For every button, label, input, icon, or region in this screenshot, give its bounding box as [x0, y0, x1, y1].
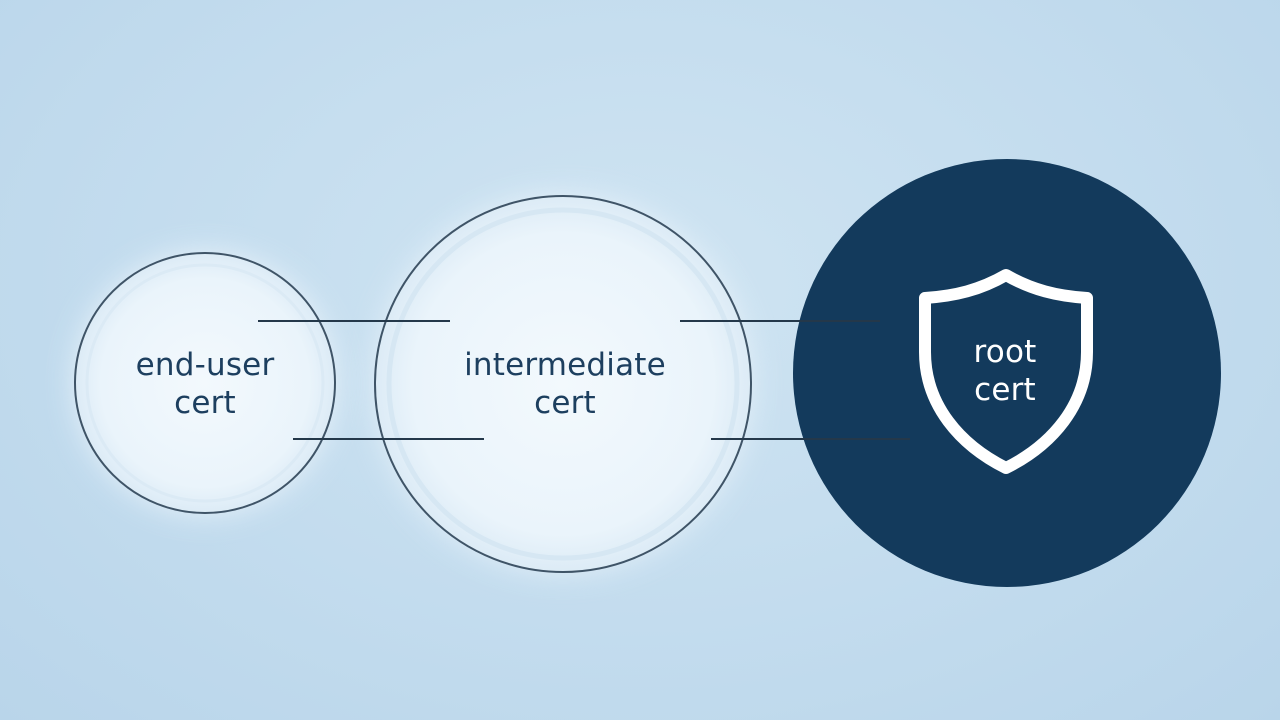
intermediate-cert-label-line1: intermediate: [464, 347, 666, 383]
end-user-cert-label-line1: end-user: [135, 347, 275, 383]
intermediate-cert-label: intermediate cert: [420, 346, 710, 422]
intermediate-cert-node: [374, 195, 752, 573]
end-user-cert-node: [74, 252, 336, 514]
end-user-cert-label: end-user cert: [105, 346, 305, 422]
end-user-cert-label-line2: cert: [174, 385, 236, 421]
end-user-inner-ring: [85, 263, 325, 503]
intermediate-inner-ring: [386, 207, 740, 561]
shield-icon: [919, 269, 1093, 474]
root-cert-label-line1: root: [973, 334, 1037, 370]
root-cert-label-line2: cert: [974, 372, 1036, 408]
intermediate-cert-label-line2: cert: [534, 385, 596, 421]
root-cert-label: root cert: [930, 333, 1080, 409]
root-cert-node: [793, 159, 1221, 587]
